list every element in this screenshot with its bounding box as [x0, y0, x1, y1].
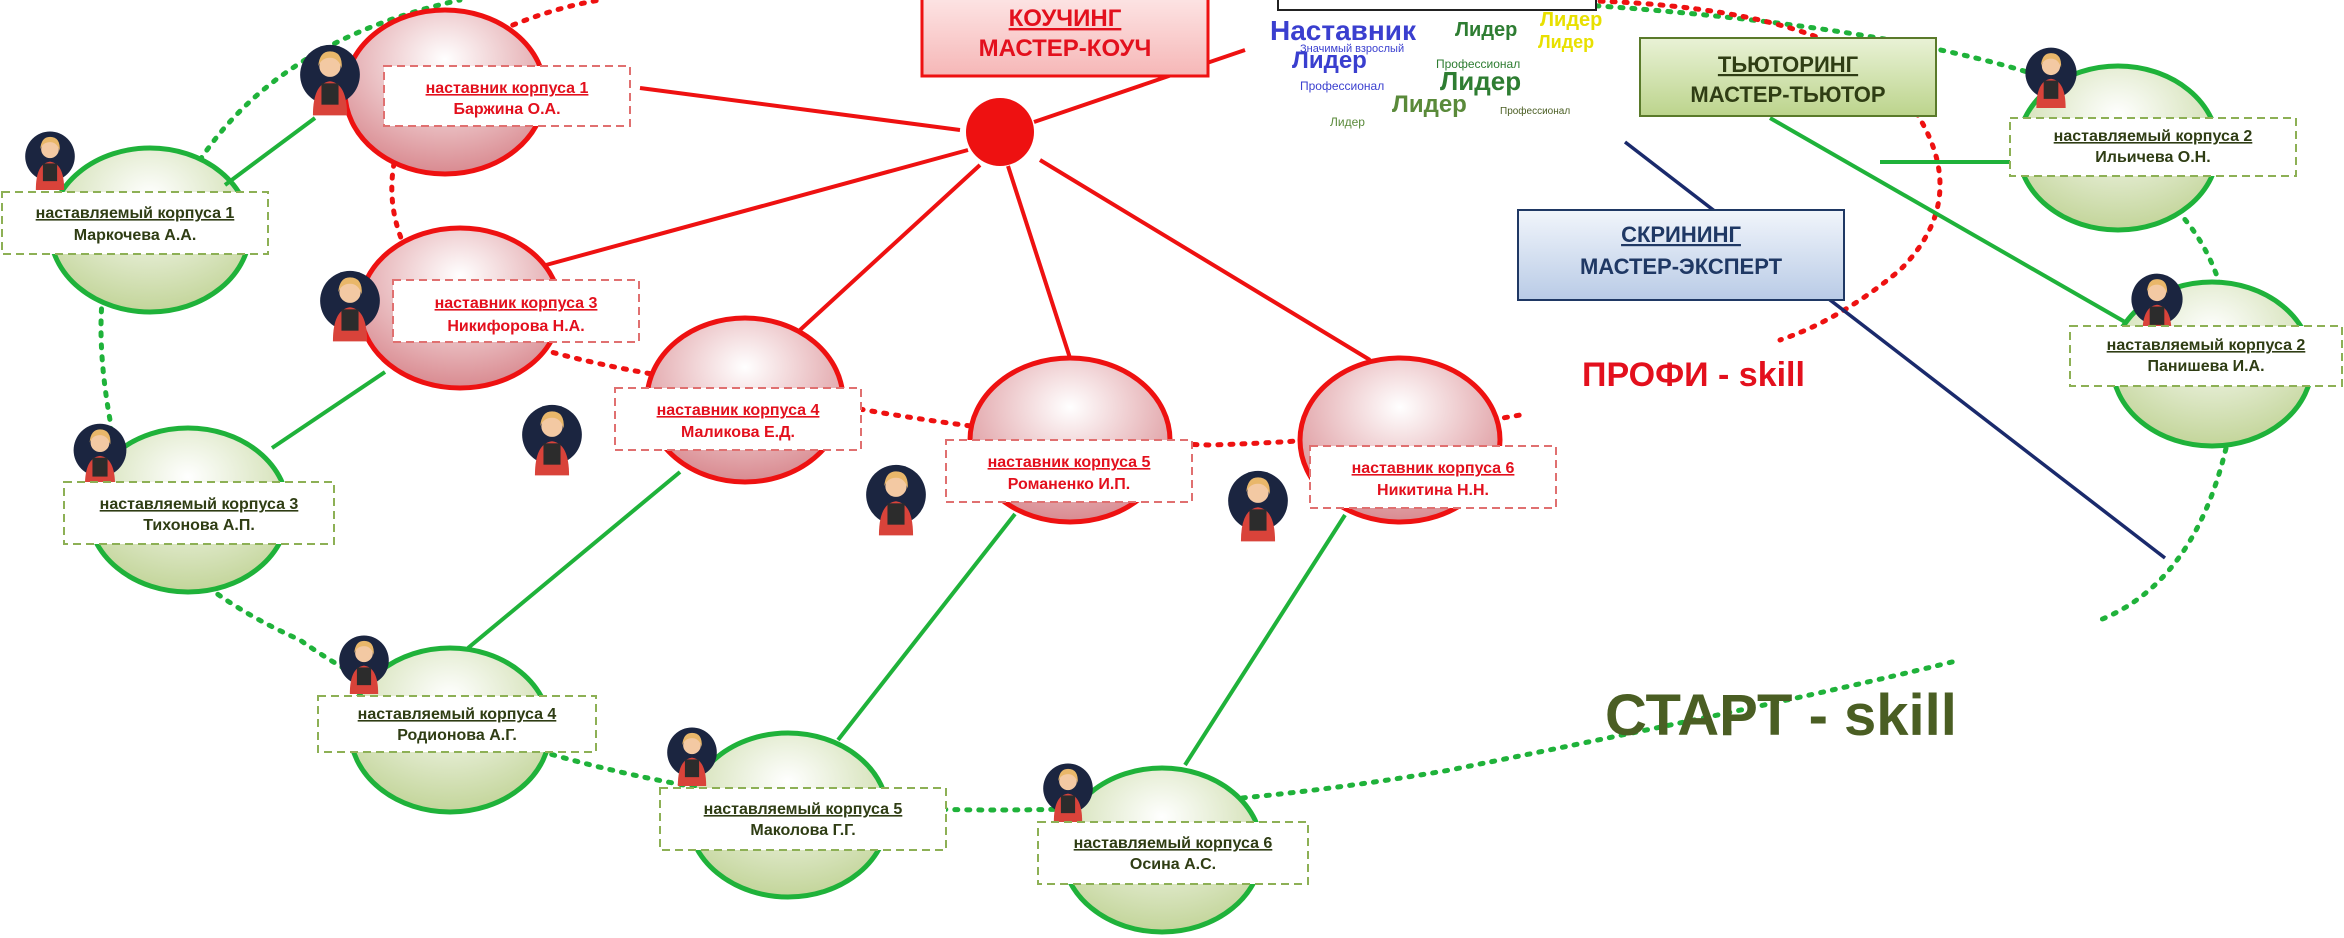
mentor-role: наставник корпуса 4 [657, 402, 820, 419]
mentor-card: наставник корпуса 6 Никитина Н.Н. [1309, 445, 1557, 509]
mentor-card: наставник корпуса 5 Романенко И.П. [945, 439, 1193, 503]
tutoring-subtitle: МАСТЕР-ТЬЮТОР [1690, 82, 1885, 107]
mentee-card: наставляемый корпуса 5 Маколова Г.Г. [659, 787, 947, 851]
mentee-labels: наставляемый корпуса 1 Маркочева А.А. на… [1, 117, 2343, 885]
word-cloud: Наставник Лидер Лидер Лидер Лидер Лидер … [1270, 0, 1602, 129]
mentee-name: Родионова А.Г. [397, 727, 517, 744]
coaching-subtitle: МАСТЕР-КОУЧ [979, 35, 1152, 62]
mentee-name: Маколова Г.Г. [750, 822, 855, 839]
mentor-name: Романенко И.П. [1008, 476, 1131, 493]
mentor-role: наставник корпуса 1 [426, 80, 589, 97]
mentee-role: наставляемый корпуса 1 [36, 205, 235, 222]
svg-text:Профессионал: Профессионал [1436, 57, 1520, 71]
profi-label: ПРОФИ - skill [1582, 356, 1805, 394]
svg-text:Лидер: Лидер [1440, 66, 1521, 96]
person-icon [522, 404, 582, 476]
start-label: СТАРТ - skill [1605, 683, 1957, 748]
mentee-card: наставляемый корпуса 4 Родионова А.Г. [317, 695, 597, 753]
pairing-arrows [223, 116, 2126, 767]
svg-text:Лидер: Лидер [1455, 19, 1517, 41]
svg-text:Лидер: Лидер [1540, 9, 1602, 31]
person-icon [866, 464, 926, 536]
tutoring-title: ТЬЮТОРИНГ [1718, 52, 1859, 77]
tutoring-box: ТЬЮТОРИНГ МАСТЕР-ТЬЮТОР [1639, 37, 1937, 117]
mentee-role: наставляемый корпуса 2 [2054, 128, 2253, 145]
svg-text:Наставник: Наставник [1270, 15, 1417, 46]
screening-subtitle: МАСТЕР-ЭКСПЕРТ [1580, 254, 1783, 279]
coaching-box: КОУЧИНГ МАСТЕР-КОУЧ [920, 0, 1210, 78]
mentor-role: наставник корпуса 6 [1352, 460, 1515, 477]
svg-text:Лидер: Лидер [1330, 115, 1365, 129]
mentee-card: наставляемый корпуса 1 Маркочева А.А. [1, 191, 269, 255]
svg-text:Профессионал: Профессионал [1300, 79, 1384, 93]
mentee-card: наставляемый корпуса 2 Панишева И.А. [2069, 325, 2343, 387]
mentee-name: Панишева И.А. [2147, 358, 2264, 375]
mentee-role: наставляемый корпуса 3 [100, 496, 299, 513]
svg-text:Лидер: Лидер [1538, 32, 1594, 52]
mentee-role: наставляемый корпуса 4 [358, 706, 557, 723]
mentor-role: наставник корпуса 3 [435, 295, 598, 312]
screening-title: СКРИНИНГ [1621, 222, 1741, 247]
mentor-card: наставник корпуса 1 Баржина О.А. [383, 65, 631, 127]
mentor-name: Маликова Е.Д. [681, 424, 795, 441]
mentor-name: Никитина Н.Н. [1377, 482, 1489, 499]
mentee-role: наставляемый корпуса 2 [2107, 337, 2306, 354]
mentee-role: наставляемый корпуса 6 [1074, 835, 1273, 852]
mentor-card: наставник корпуса 3 Никифорова Н.А. [392, 279, 640, 343]
svg-text:Лидер: Лидер [1392, 91, 1467, 118]
coach-hub [966, 98, 1034, 166]
mentee-name: Маркочева А.А. [74, 227, 197, 244]
screening-box: СКРИНИНГ МАСТЕР-ЭКСПЕРТ [1517, 209, 1845, 301]
svg-text:Значимый взрослый: Значимый взрослый [1300, 43, 1404, 55]
mentor-name: Никифорова Н.А. [447, 318, 584, 335]
mentee-role: наставляемый корпуса 5 [704, 801, 903, 818]
mentee-name: Ильичева О.Н. [2095, 149, 2210, 166]
mentor-labels: наставник корпуса 1 Баржина О.А. наставн… [383, 65, 1557, 509]
person-icon [1228, 470, 1288, 542]
mentee-card: наставляемый корпуса 6 Осина А.С. [1037, 821, 1309, 885]
svg-text:Профессионал: Профессионал [1500, 105, 1570, 117]
mentee-card: наставляемый корпуса 3 Тихонова А.П. [63, 481, 335, 545]
mentor-name: Баржина О.А. [453, 101, 560, 118]
mentee-card: наставляемый корпуса 2 Ильичева О.Н. [2009, 117, 2297, 177]
mentor-card: наставник корпуса 4 Маликова Е.Д. [614, 387, 862, 451]
svg-text:Лидер: Лидер [1292, 47, 1367, 74]
coaching-title: КОУЧИНГ [1009, 5, 1122, 32]
coaching-arrows [534, 48, 1372, 362]
mentee-name: Осина А.С. [1130, 856, 1216, 873]
mentee-name: Тихонова А.П. [143, 517, 255, 534]
mentor-role: наставник корпуса 5 [988, 454, 1151, 471]
